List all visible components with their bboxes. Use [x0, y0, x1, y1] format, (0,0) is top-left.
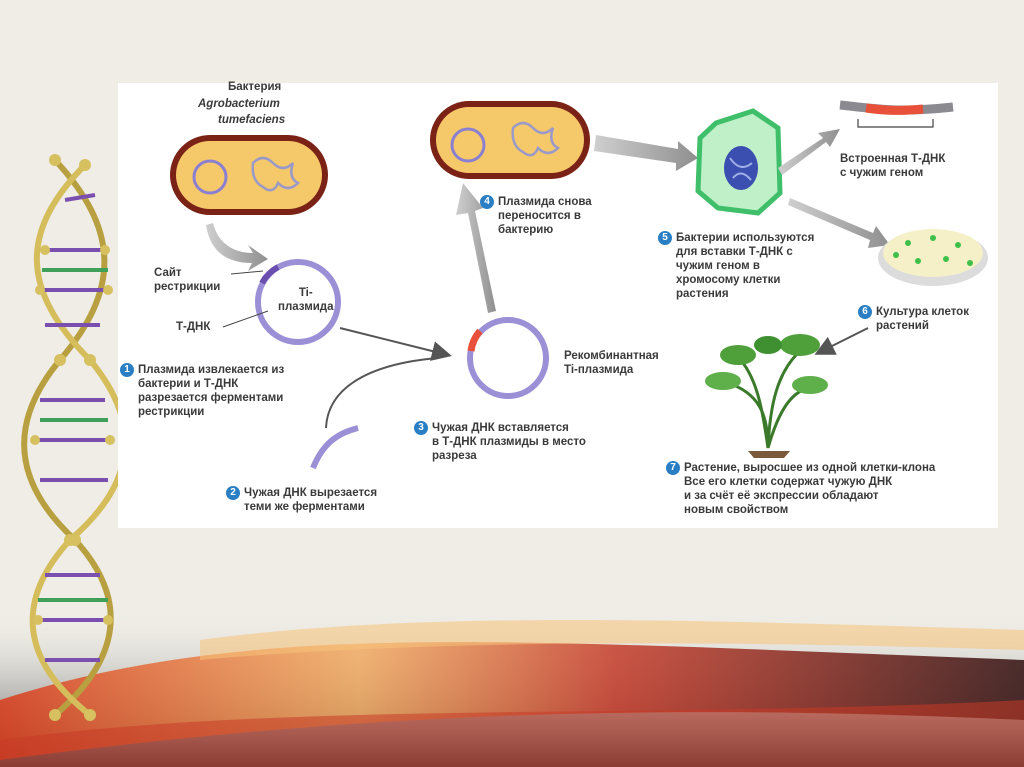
step-text: Чужая ДНК вырезается теми же ферментами [244, 487, 378, 513]
plant-icon [705, 334, 828, 458]
step-4: 4 Плазмида снова переносится в бактерию [480, 195, 592, 237]
plant-cell-icon [695, 108, 783, 216]
species-name: Agrobacterium [198, 98, 280, 110]
arrow-icon [594, 135, 698, 171]
arrow-icon [206, 223, 268, 271]
ti-plasmid-icon [222, 259, 341, 345]
step-1: 1 Плазмида извлекается из бактерии и Т-Д… [120, 363, 284, 419]
step-7: 7 Растение, выросшее из одной клетки-кло… [666, 461, 935, 517]
arrow-icon [788, 198, 890, 248]
step-text: Плазмида снова переносится в бактерию [498, 196, 592, 236]
step-number: 7 [666, 461, 680, 475]
step-2: 2 Чужая ДНК вырезается теми же ферментам… [226, 486, 377, 514]
arrow-icon [778, 129, 840, 175]
step-number: 2 [226, 486, 240, 500]
ti-plasmid-label: Ti- плазмида [278, 287, 334, 313]
recombinant-plasmid-label: Рекомбинантная Ti-плазмида [564, 350, 659, 376]
integrated-tdna-label: Встроенная Т-ДНК с чужим геном [840, 153, 946, 179]
diagram-panel: Бактерия Agrobacterium tumefaciens Сайт … [118, 81, 998, 528]
step-5: 5 Бактерии используются для вставки Т-ДН… [658, 231, 814, 301]
arrow-icon [456, 183, 496, 313]
dna-helix-icon [21, 154, 129, 721]
step-text: Бактерии используются для вставки Т-ДНК … [676, 232, 815, 300]
step-number: 5 [658, 231, 672, 245]
arrow-icon [325, 357, 439, 429]
recombinant-plasmid-icon [467, 317, 549, 399]
species-name: tumefaciens [218, 114, 286, 126]
step-text: Плазмида извлекается из бактерии и Т-ДНК… [138, 364, 285, 418]
step-3: 3 Чужая ДНК вставляется в Т-ДНК плазмиды… [414, 421, 586, 463]
step-text: Растение, выросшее из одной клетки-клона… [684, 462, 936, 516]
t-dna-label: Т-ДНК [176, 321, 211, 333]
restriction-site-label: Сайт рестрикции [154, 267, 221, 293]
foreign-dna-icon [310, 425, 359, 470]
arrow-icon [339, 327, 452, 361]
arrow-icon [814, 327, 869, 355]
bacterium-icon [430, 101, 590, 179]
step-text: Культура клеток растений [876, 306, 969, 332]
step-number: 4 [480, 195, 494, 209]
step-number: 1 [120, 363, 134, 377]
step-6: 6 Культура клеток растений [858, 305, 969, 333]
diagram-graphics [170, 100, 988, 470]
integrated-dna-icon [839, 100, 954, 128]
step-number: 6 [858, 305, 872, 319]
step-text: Чужая ДНК вставляется в Т-ДНК плазмиды в… [432, 422, 586, 462]
bacterium-icon [170, 135, 328, 215]
petri-dish-icon [878, 229, 988, 286]
step-number: 3 [414, 421, 428, 435]
bacterium-label: Бактерия [228, 81, 282, 93]
